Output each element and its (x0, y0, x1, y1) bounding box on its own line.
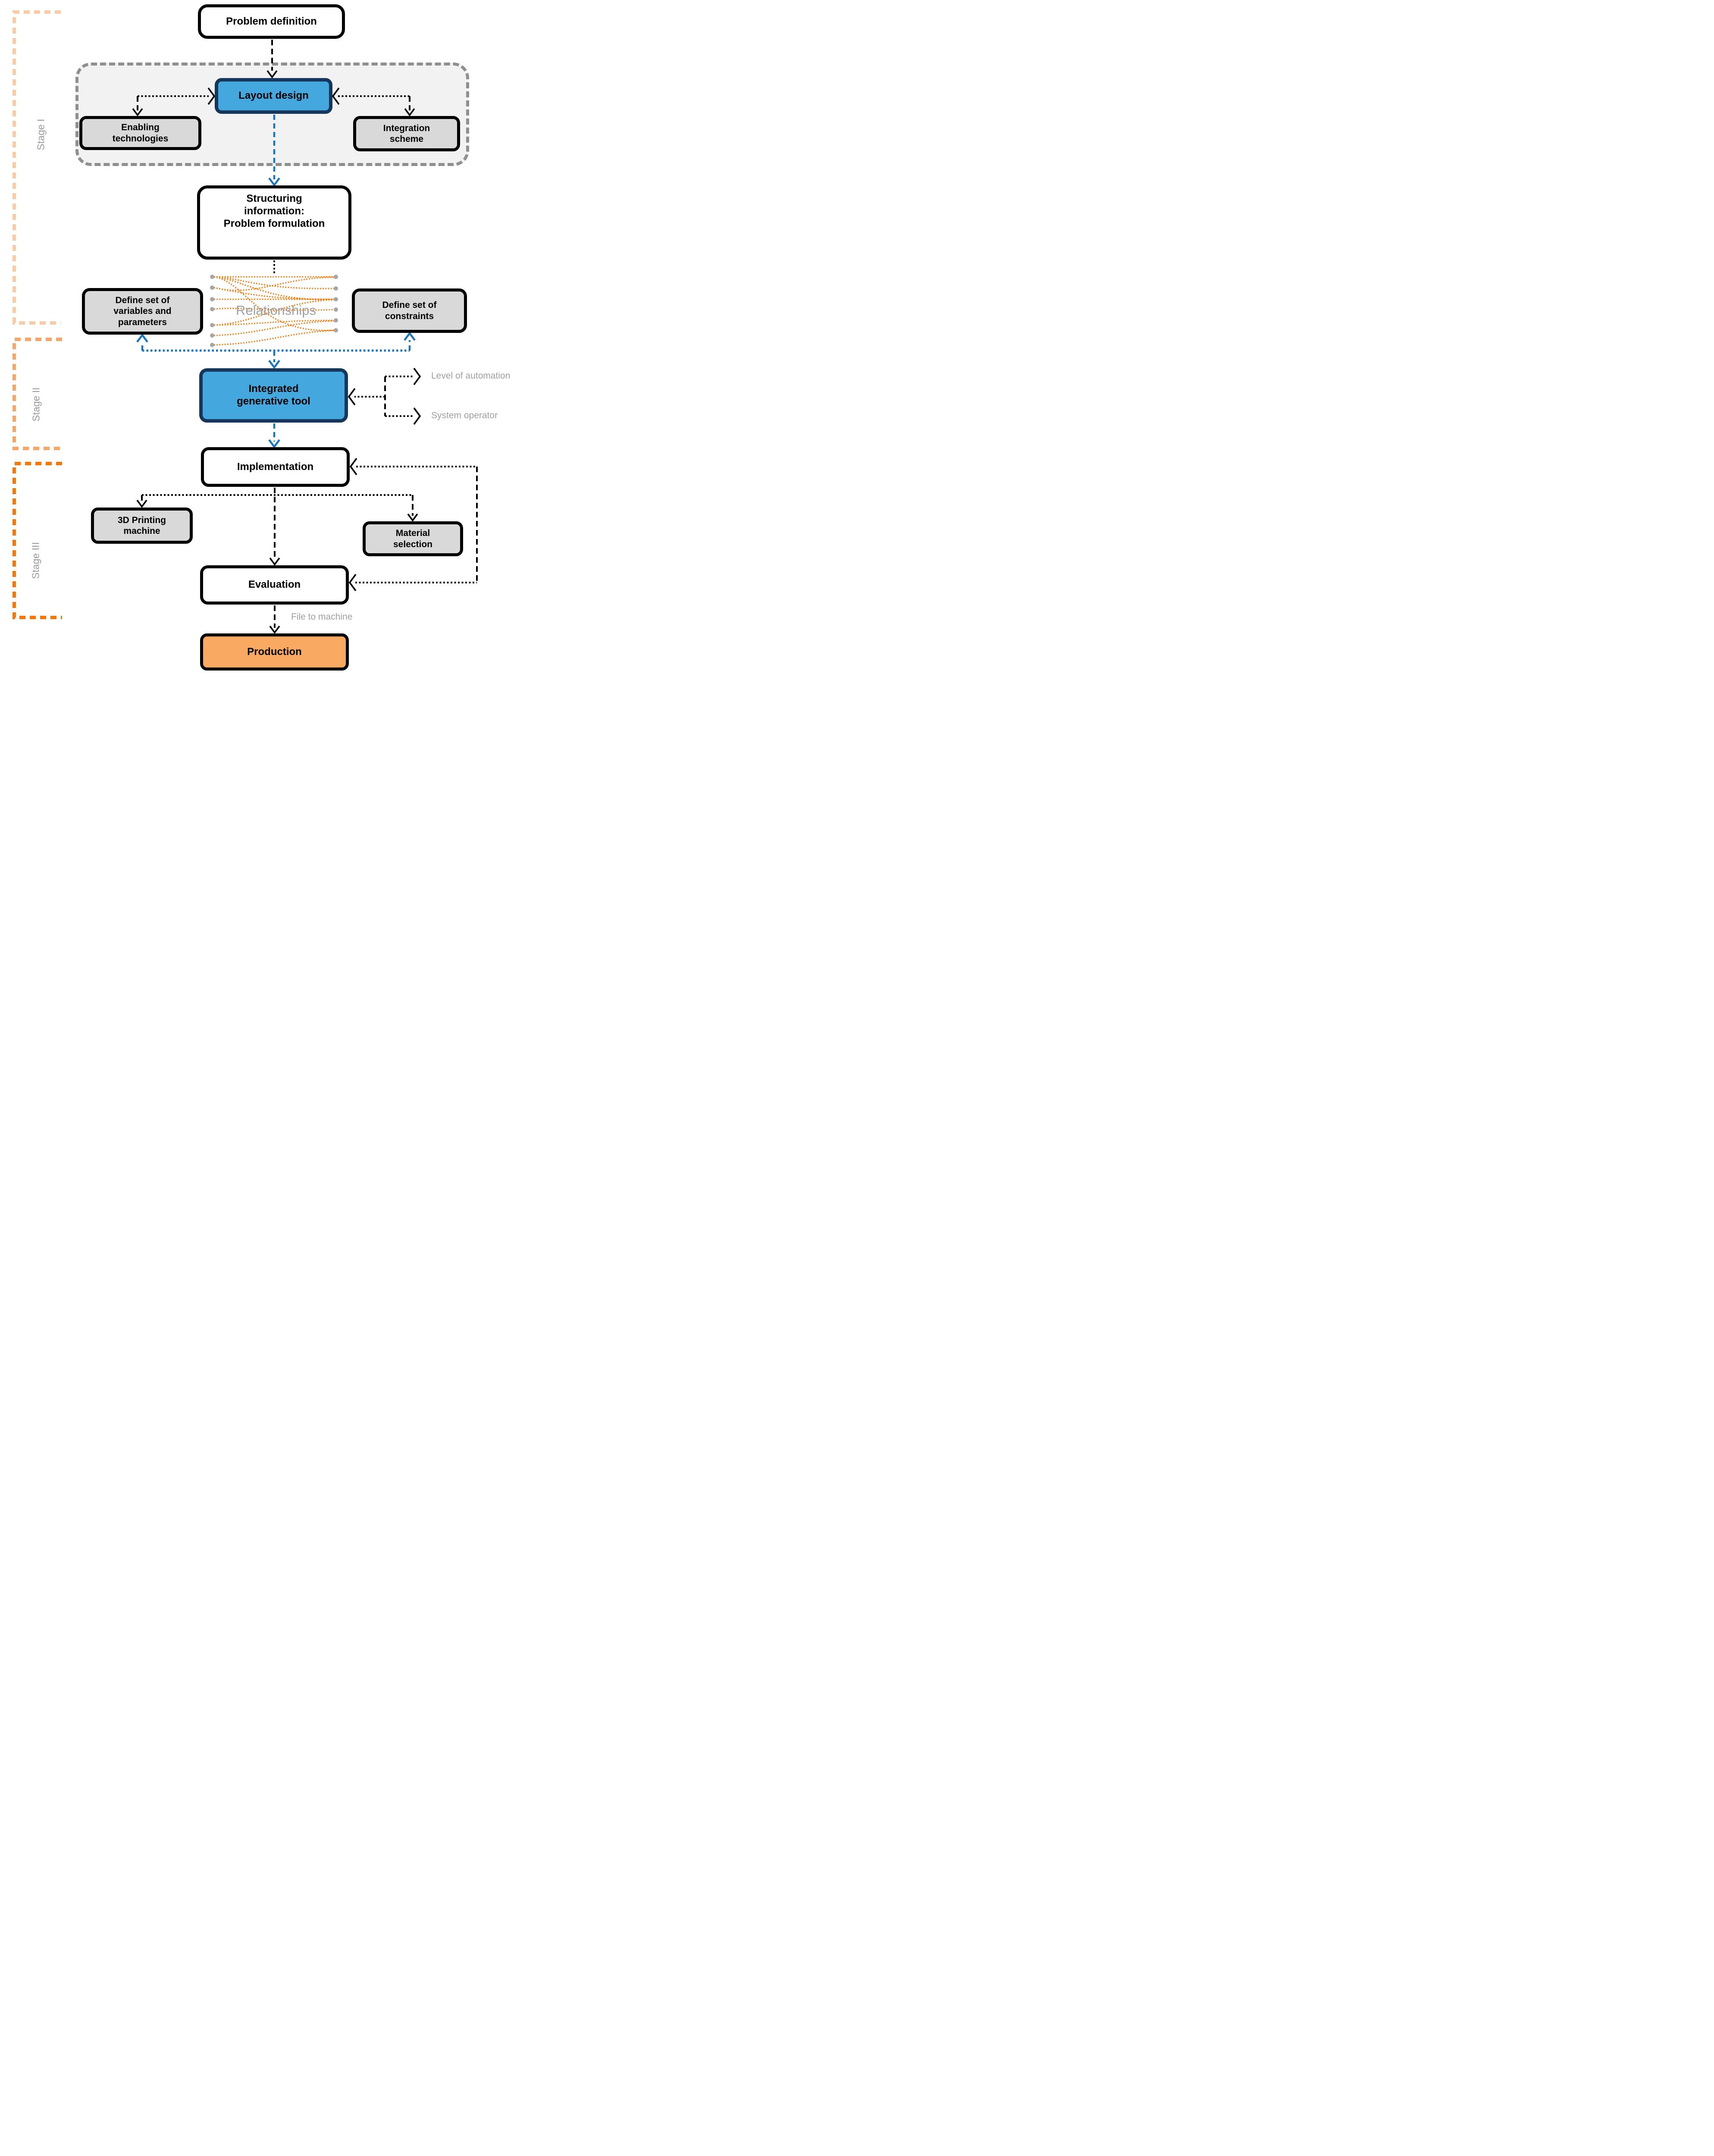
arrow-evaluation-to-production (269, 605, 280, 634)
node-structuring-information: Structuring information: Problem formula… (197, 185, 351, 260)
node-label: 3D Printing machine (117, 515, 166, 536)
flowchart-page: Problem definition Layout design Enablin… (0, 0, 536, 680)
arrow-branch-integration-layout (332, 87, 415, 117)
node-printing-machine: 3D Printing machine (91, 508, 193, 544)
node-layout-design: Layout design (215, 78, 332, 114)
file-to-machine-label: File to machine (291, 612, 353, 622)
node-label: Production (247, 646, 302, 658)
relationships-web (210, 275, 338, 347)
node-label: Define set of constraints (382, 300, 437, 321)
stage3-label: Stage III (30, 542, 41, 579)
level-of-automation-label: Level of automation (431, 371, 511, 381)
node-label: Material selection (393, 528, 433, 549)
node-label: Implementation (237, 461, 314, 473)
node-problem-definition: Problem definition (198, 4, 345, 39)
branch-printing-material (136, 494, 418, 522)
node-label: Integration scheme (383, 123, 430, 144)
stage2-label: Stage II (30, 387, 42, 422)
arrow-layout-to-structuring (268, 115, 280, 187)
node-implementation: Implementation (201, 447, 350, 487)
node-integration-scheme: Integration scheme (353, 116, 460, 151)
system-operator-label: System operator (431, 411, 498, 420)
node-material-selection: Material selection (363, 521, 463, 556)
connector-layer (13, 10, 478, 634)
arrow-branch-enabling-layout (132, 87, 216, 117)
node-label: Evaluation (248, 579, 301, 591)
connector-tool-automation-operator (348, 367, 421, 425)
arrow-problem-to-layout (266, 40, 278, 79)
node-production: Production (200, 633, 349, 671)
node-variables-parameters: Define set of variables and parameters (82, 288, 203, 335)
stage1-label: Stage I (35, 119, 47, 150)
node-integrated-generative-tool: Integrated generative tool (199, 368, 348, 423)
node-label: Layout design (238, 90, 309, 102)
arrow-implementation-to-evaluation (269, 488, 280, 566)
node-label: Problem definition (226, 15, 317, 27)
node-enabling-technologies: Enabling technologies (79, 116, 201, 150)
arrow-tool-to-implementation (268, 423, 280, 448)
arrow-blue-feedback-link (136, 332, 416, 369)
node-evaluation: Evaluation (200, 565, 349, 605)
stage2-bracket (13, 338, 62, 450)
node-constraints: Define set of constraints (352, 288, 467, 333)
node-label: Integrated generative tool (237, 383, 310, 407)
connector-right-feedback (348, 458, 478, 592)
relationships-label: Relationships (235, 303, 316, 318)
node-label: Enabling technologies (112, 122, 169, 144)
stage3-bracket (13, 462, 62, 619)
node-label: Structuring information: Problem formula… (223, 193, 325, 229)
stage1-bracket (13, 10, 61, 325)
node-label: Define set of variables and parameters (113, 295, 172, 327)
